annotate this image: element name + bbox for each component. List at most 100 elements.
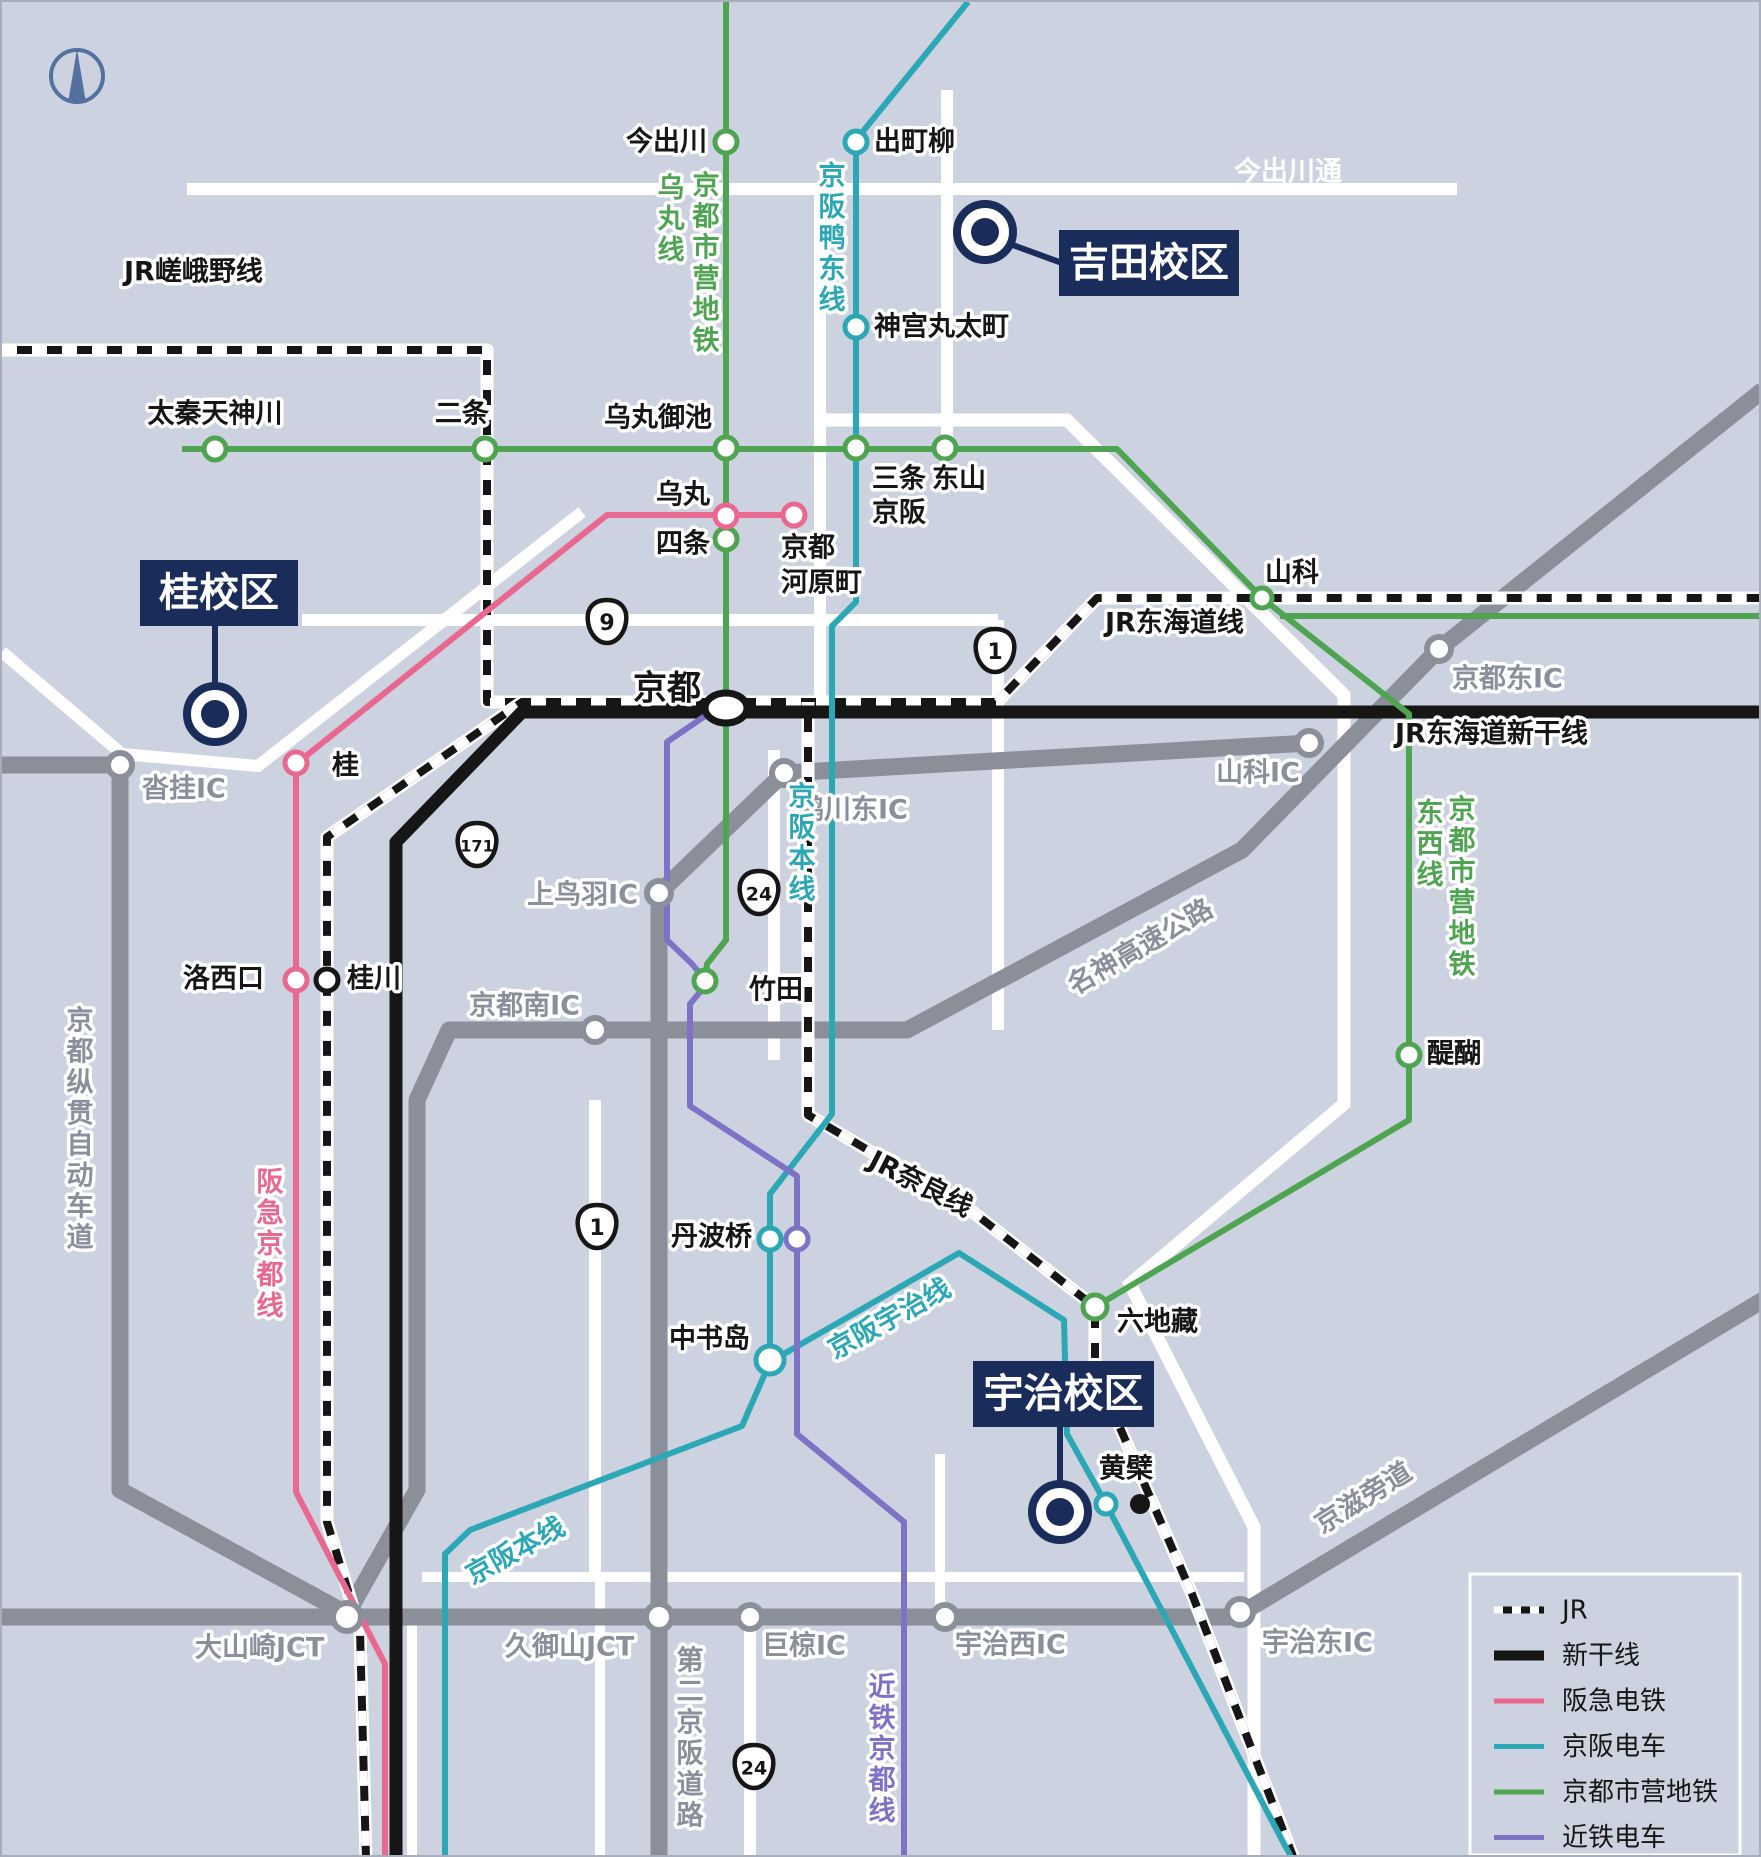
east-ring-road [822, 413, 1351, 1855]
shield-1-south-shape [575, 1202, 619, 1251]
shield-1-north: 1 [973, 626, 1017, 675]
shield-24-north-shape [737, 868, 781, 917]
lbl-kyoto-kawaramachi-2: 河原町 [781, 568, 862, 599]
keiji-bypass [1235, 1292, 1759, 1622]
lbl-tambabashi: 丹波桥 [671, 1222, 752, 1253]
compass-needle [68, 49, 86, 103]
lbl-yamashina-ic: 山科IC [1216, 758, 1300, 789]
ic-kyoto-higashi [1424, 634, 1454, 664]
lbl-jr-tokaido-shinkansen: JR东海道新干线 [1393, 718, 1588, 750]
lbl-uzumasa-tenjingawa: 太秦天神川 [148, 399, 283, 430]
jr-tokaido-line-west [323, 698, 726, 1855]
lbl-imadegawa-dori: 今出川通 [1234, 156, 1342, 188]
lbl-nijo: 二条 [435, 399, 490, 430]
kutsukake-road [2, 507, 586, 773]
ic-uji-higashi [1224, 1596, 1256, 1628]
st-daigo [1395, 1041, 1423, 1069]
campus-katsura: 桂校区 [140, 560, 298, 746]
shield-1-north-shape [973, 626, 1017, 675]
st-yamashina [1249, 585, 1275, 611]
lbl-rokujizo: 六地藏 [1117, 1307, 1198, 1338]
jct-kumiyama [643, 1601, 675, 1633]
st-jingu-marutamachi [842, 313, 870, 341]
st-chushojima [753, 1343, 787, 1377]
shield-1-south-number: 1 [589, 1216, 604, 1241]
st-imadegawa [712, 128, 740, 156]
lbl-kumiyama-jct: 久御山JCT [505, 1632, 635, 1663]
lbl-shijo: 四条 [656, 529, 711, 560]
lbl-kyoto-higashi-ic: 京都东IC [1452, 663, 1563, 695]
lbl-kyoto-kawaramachi-1: 京都 [781, 532, 835, 564]
shield-1-south: 1 [575, 1202, 619, 1251]
shield-24-south: 24 [732, 1742, 776, 1791]
shield-24-south-number: 24 [741, 1758, 767, 1780]
lbl-subway-north: 京都市营地铁 [692, 169, 720, 356]
lbl-takeda: 竹田 [748, 974, 803, 1006]
kintetsu-kyoto-line-a [664, 711, 710, 978]
st-kyoto [701, 689, 751, 727]
shield-24-north: 24 [737, 868, 781, 917]
lbl-higashiyama: 东山 [932, 463, 986, 495]
hankyu-kyoto-line [293, 512, 794, 1855]
kintetsu-kyoto-line-b [687, 984, 907, 1855]
st-uzumasa-tenjingawa [201, 435, 229, 463]
st-karasuma-hankyu [712, 502, 740, 530]
lbl-karasuma: 乌丸 [656, 479, 710, 511]
lbl-sanjo: 三条 [872, 464, 927, 495]
lbl-imadegawa: 今出川 [626, 126, 707, 158]
ic-kamogawa-higashi [769, 758, 799, 788]
ic-kamitoba [644, 878, 674, 908]
campus-yoshida: 吉田校区 [953, 200, 1239, 296]
lbl-kyoto-st: 京都 [633, 669, 701, 709]
ic-ogura [735, 1602, 765, 1632]
legend-hankyu-label: 阪急电铁 [1562, 1687, 1666, 1717]
jct-oyamazaki [330, 1600, 364, 1634]
shield-9-number: 9 [599, 611, 614, 636]
campus-yoshida-marker-dot [971, 218, 999, 246]
lbl-oyamazaki-jct: 大山崎JCT [195, 1633, 325, 1664]
lbl-jr-tokaido-line: JR东海道线 [1103, 607, 1244, 639]
st-nijo [471, 435, 499, 463]
lbl-jr-sagano-line: JR嵯峨野线 [122, 256, 263, 288]
campus-yoshida-box [1059, 230, 1239, 296]
ic-uji-nishi [930, 1602, 960, 1632]
shield-171: 171 [455, 820, 499, 869]
lbl-daigo: 醍醐 [1427, 1039, 1481, 1070]
shield-24-south-shape [732, 1742, 776, 1791]
lbl-tozai-line: 东西线 [1417, 797, 1444, 891]
campus-uji-box [973, 1361, 1154, 1427]
st-tambabashi-keihan [756, 1225, 784, 1253]
lbl-kyoto-jukan: 京都纵贯自动车道 [66, 1004, 94, 1253]
lbl-daini-keihan: 第二京阪道路 [677, 1644, 705, 1831]
campus-yoshida-connector [1008, 241, 1064, 266]
lbl-karasuma-line: 乌丸线 [657, 172, 685, 266]
campus-uji-marker-dot [1046, 1498, 1074, 1526]
st-rokujizo [1080, 1292, 1110, 1322]
lbl-kamogawa-higashi-ic: 鸭川东IC [797, 794, 908, 826]
compass-icon [49, 48, 105, 104]
shield-24-north-number: 24 [746, 884, 772, 906]
legend-box [1468, 1572, 1742, 1855]
st-karasuma-oike [712, 434, 740, 462]
campus-katsura-box [140, 560, 298, 626]
legend-keihan-label: 京阪电车 [1562, 1732, 1666, 1762]
st-higashiyama [931, 434, 959, 462]
lbl-kamitoba-ic: 上鸟羽IC [527, 879, 638, 911]
lbl-uji-nishi-ic: 宇治西IC [955, 1630, 1066, 1661]
st-obaku-keihan [1093, 1491, 1119, 1517]
campus-katsura-label: 桂校区 [159, 570, 279, 616]
st-rakusaiguchi [282, 966, 310, 994]
lbl-keihan: 京阪 [872, 497, 926, 529]
legend-shinkansen-label: 新干线 [1562, 1641, 1640, 1671]
lbl-kintetsu-kyoto-line: 近铁京都线 [868, 1672, 896, 1827]
lbl-kutsukake-ic: 沓挂IC [142, 774, 226, 805]
lbl-obaku: 黄檗 [1099, 1453, 1154, 1485]
st-demachiyanagi [842, 128, 870, 156]
lbl-katsura: 桂 [332, 751, 359, 782]
lbl-rakusaiguchi: 洛西口 [183, 964, 264, 995]
lbl-ogura-ic: 巨椋IC [762, 1631, 846, 1662]
shield-1-north-number: 1 [987, 640, 1002, 665]
kyoto-jukan-expwy [111, 765, 352, 1622]
